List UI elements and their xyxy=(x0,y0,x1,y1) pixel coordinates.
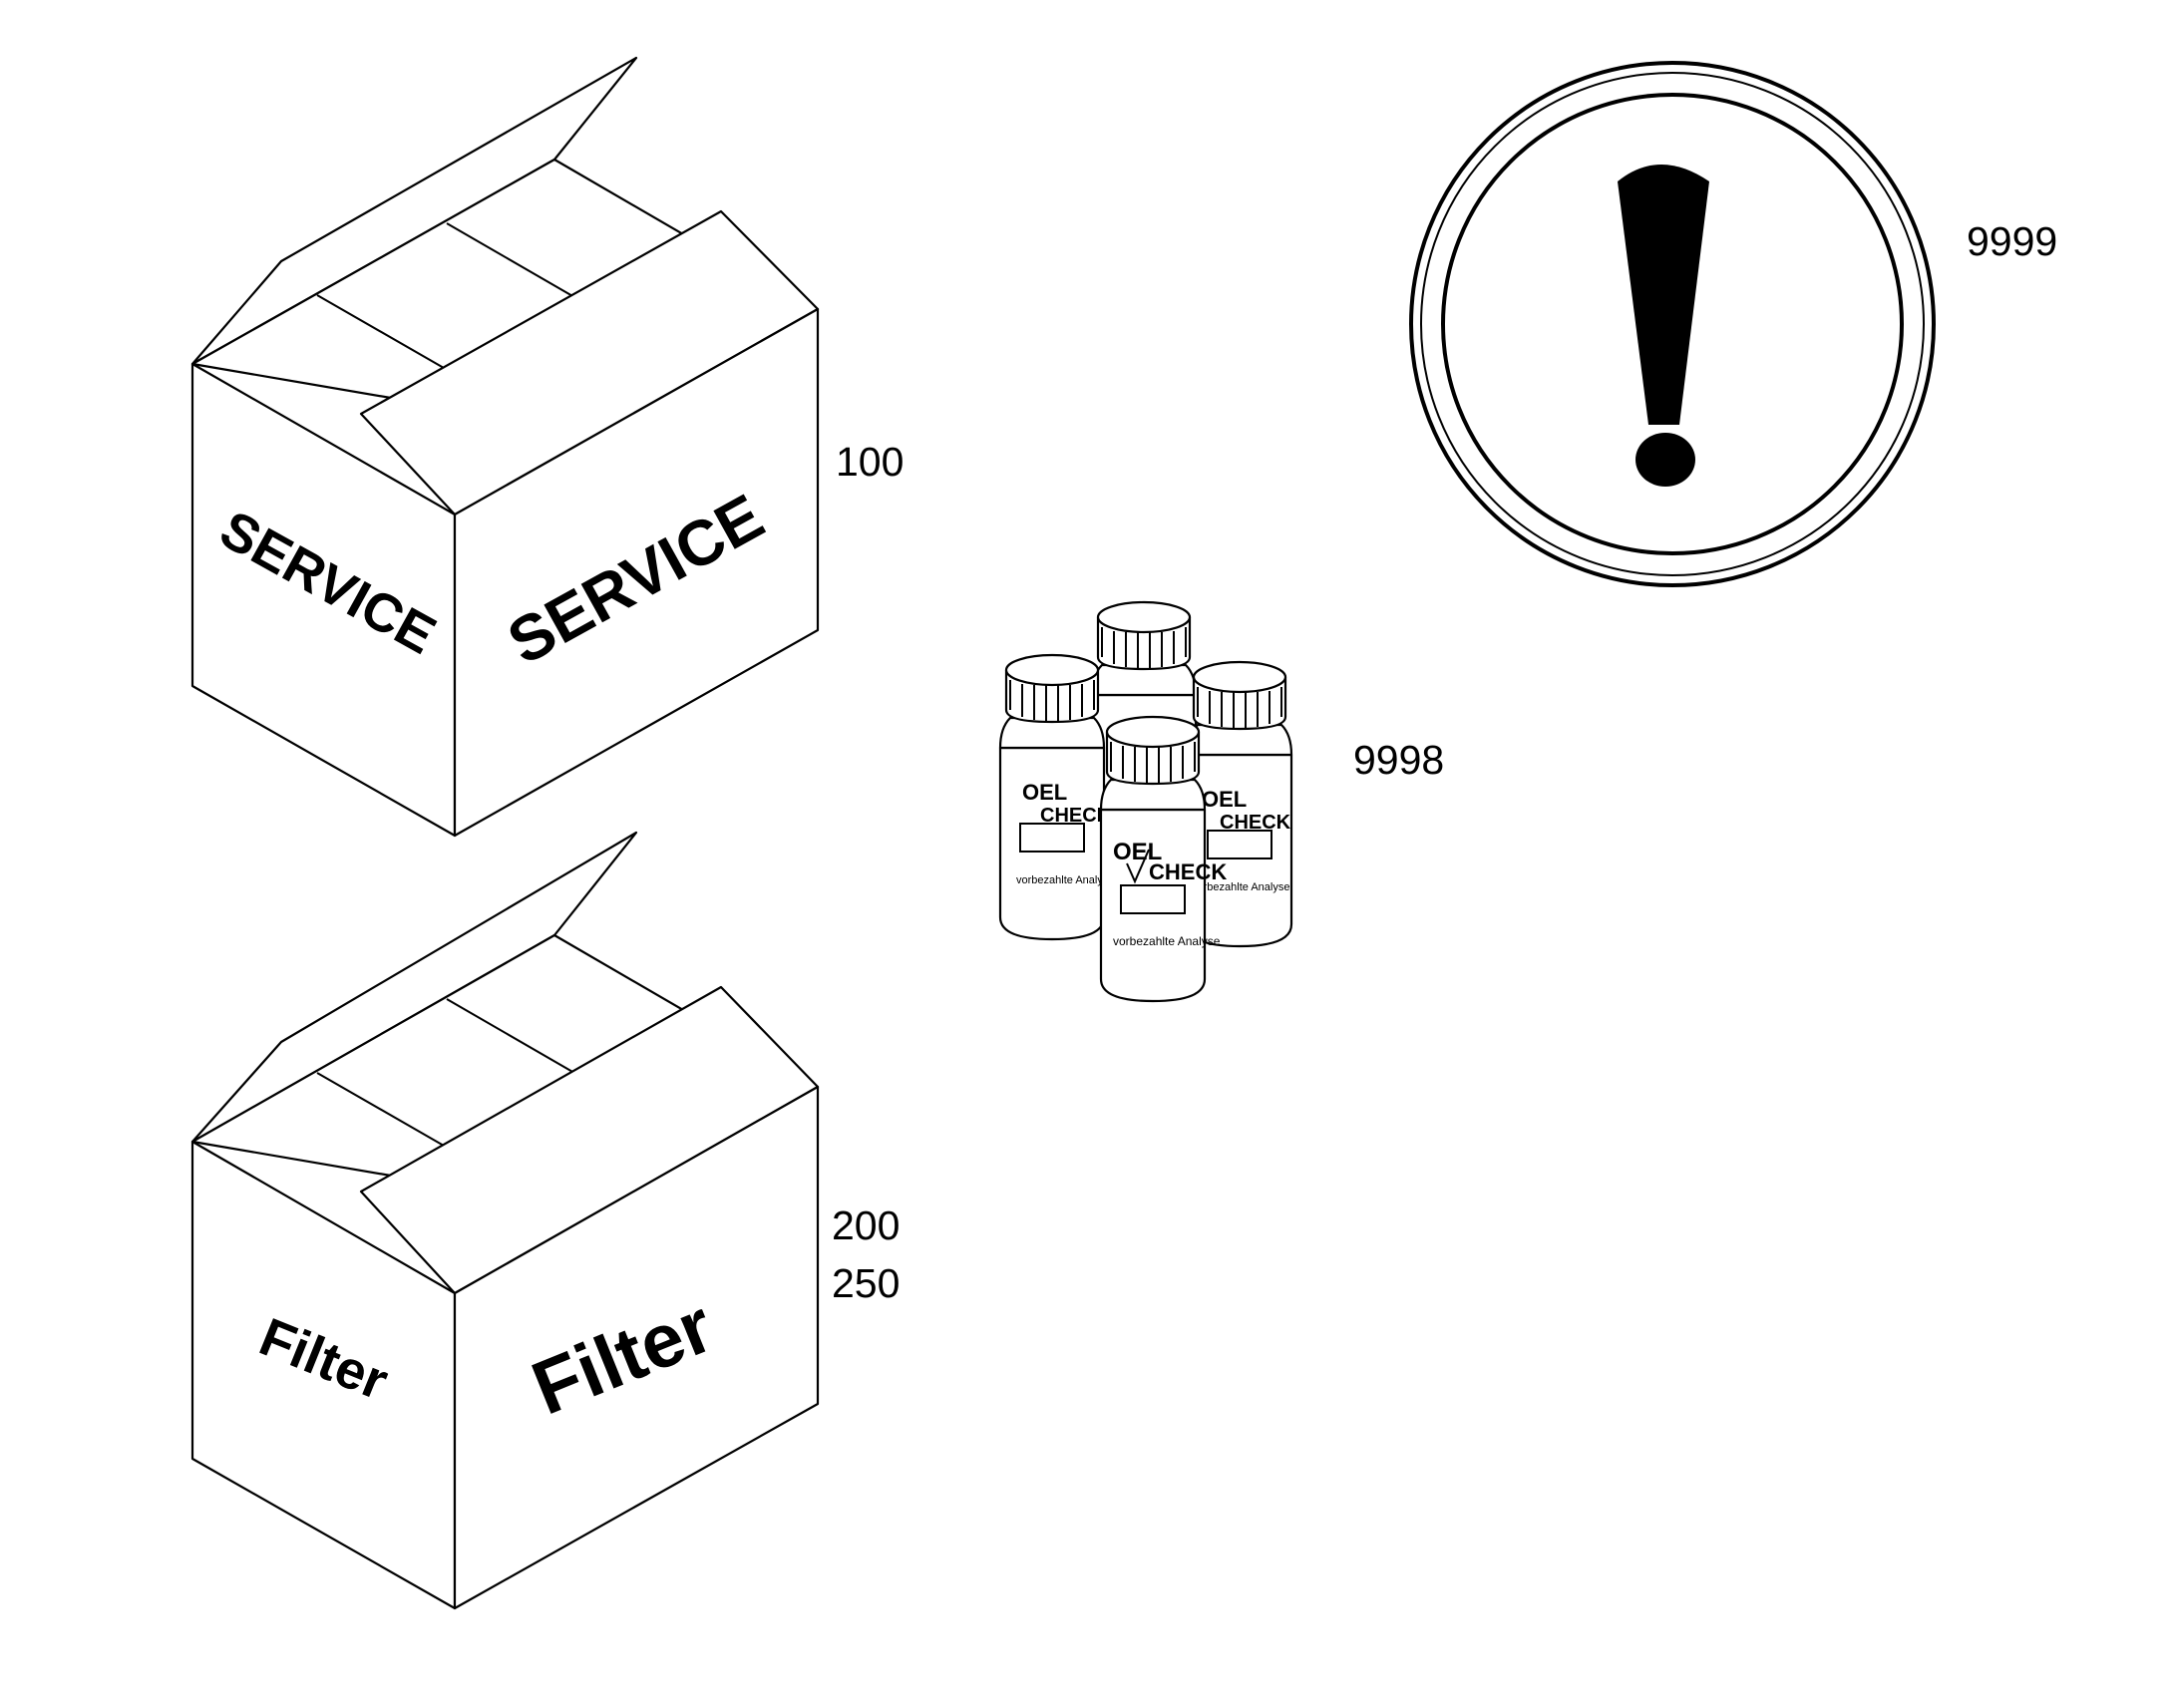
sample-bottles: OEL CHECK vorbezahlte Analyse OEL CHECK … xyxy=(998,600,1293,1003)
bottle-right-brand-main: CHECK xyxy=(1220,812,1291,834)
bottle-front-brand-main: CHECK xyxy=(1149,859,1227,884)
bottle-left-brand-main: CHECK xyxy=(1040,805,1112,827)
service-box-part-number: 100 xyxy=(836,439,904,485)
filter-box-part-number-2: 250 xyxy=(832,1260,900,1306)
bottle-left: OEL CHECK vorbezahlte Analyse xyxy=(998,653,1114,941)
warning-sign-part-number: 9999 xyxy=(1967,218,2057,264)
service-box: SERVICE SERVICE xyxy=(190,56,820,838)
filter-box-part-number-1: 200 xyxy=(832,1202,900,1248)
sample-bottles-part-number: 9998 xyxy=(1353,737,1444,783)
bottle-left-brand-prefix: OEL xyxy=(1022,780,1067,805)
bottle-left-subtitle: vorbezahlte Analyse xyxy=(1016,874,1114,886)
bottle-right-subtitle: vorbezahlte Analyse xyxy=(1192,881,1289,893)
bottle-front-brand-prefix: OEL xyxy=(1113,839,1162,865)
bottle-front-subtitle: vorbezahlte Analyse xyxy=(1113,934,1221,948)
bottle-front: OEL CHECK vorbezahlte Analyse xyxy=(1099,715,1227,1003)
bottle-right: OEL CHECK vorbezahlte Analyse xyxy=(1186,660,1293,948)
checkmark-icon xyxy=(1126,849,1150,884)
filter-box: Filter Filter xyxy=(190,831,820,1610)
warning-sign xyxy=(1409,61,1936,587)
bottle-right-brand-prefix: OEL xyxy=(1202,787,1247,812)
exclamation-icon xyxy=(1618,165,1709,487)
